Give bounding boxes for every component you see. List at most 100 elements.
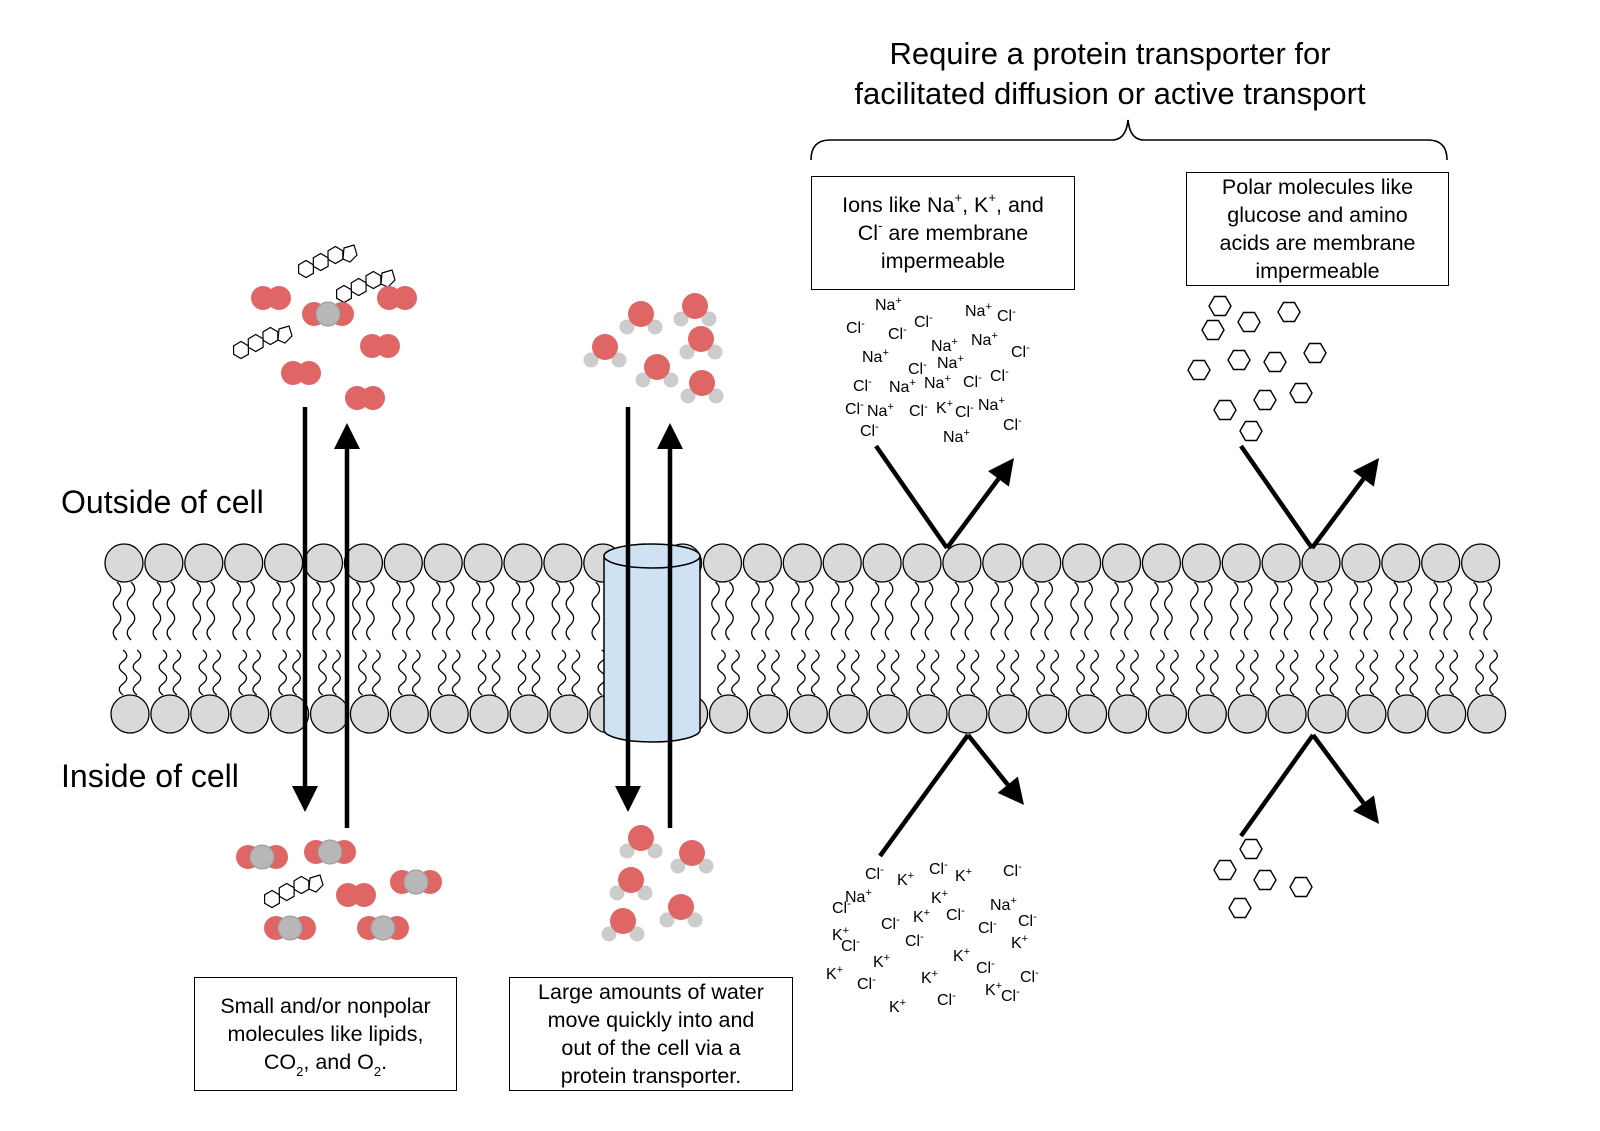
lipid-tail [1036,649,1046,696]
oxygen-atom [610,908,636,934]
phospholipid-head [389,694,429,734]
polar-box-line-1: Polar molecules like [1221,175,1414,199]
hydrogen-atom [701,311,717,327]
lipid-tail [990,581,1000,641]
phospholipid-head [1427,694,1467,734]
water-box-line-3: out of the cell via a [561,1036,741,1060]
lipid-tail [126,581,136,641]
glucose-molecule [1227,349,1251,371]
lipid-ring [293,875,310,895]
glucose-molecule [1187,359,1211,381]
lipid-tail [491,649,501,696]
lipid-tail [1156,649,1165,696]
lipid-tail [511,581,521,641]
outside-ion-label: Na+ [971,330,998,349]
oxygen-atom [668,894,694,920]
protein-transporter-title: Require a protein transporter for facili… [830,34,1390,114]
polar-deflect-arrow [1311,733,1379,824]
carbon-atom [317,839,343,865]
phospholipid-head [1381,543,1421,583]
lipid-tail [358,649,367,696]
oxygen-atom [361,386,385,410]
lipid-tail [557,649,567,696]
glucose-molecule [1289,382,1313,404]
lipid-tail [810,649,820,696]
lipid-tail [1395,649,1405,696]
phospholipid-head [509,694,549,734]
oxygen-molecule [345,386,385,410]
carbon-atom [370,915,396,941]
water-box-line-4: protein transporter. [560,1064,742,1088]
inside-ion-label: K+ [826,964,843,983]
phospholipid-head [742,543,783,583]
lipid-tail [485,581,495,641]
glucose-molecule [1289,876,1313,898]
nonpolar-box-line-2: molecules like lipids, [227,1022,424,1046]
oxygen-molecule [377,286,417,310]
lipid-tail [910,581,920,641]
glucose-molecule [1228,897,1252,919]
inside-ion-label: Cl- [978,918,997,937]
arrow-shaft [1311,733,1366,805]
phospholipid-head [788,694,828,734]
outside-ion-label: Na+ [937,353,964,372]
phospholipid-head [1307,694,1347,734]
inside-ion-label: Cl- [865,864,884,883]
phospholipid-head [1187,694,1227,734]
phospholipid-head [782,543,822,583]
lipid-tail [565,581,575,641]
inside-ion-label: K+ [953,946,970,965]
phospholipid-head [708,694,749,734]
lipid-inward-arrow [292,407,318,812]
water-molecule [635,354,679,388]
lipid-tail [158,649,168,696]
phospholipid-head [1141,543,1182,583]
nonpolar-molecules-box: Small and/or nonpolar molecules like lip… [194,977,457,1091]
lipid-tail [332,649,341,696]
phospholipid-head [1347,694,1387,734]
phospholipid-head [184,543,224,583]
lipid-tail [757,649,766,696]
polar-box-line-3: acids are membrane [1219,231,1416,255]
carbon-atom [277,915,303,941]
oxygen-atom [352,883,376,907]
outside-ion-label: Na+ [943,427,970,446]
phospholipid-head [1341,543,1381,583]
carbon-dioxide-molecule [304,839,356,865]
water-molecule [673,293,717,327]
outside-ion-label: Na+ [931,336,958,355]
oxygen-atom [267,286,291,310]
title-line-1: Require a protein transporter for [889,36,1331,71]
polar-impermeable-box: Polar molecules like glucose and amino a… [1186,172,1449,286]
phospholipid-head [948,694,988,734]
phospholipid-head [349,694,390,734]
phospholipid-head [383,543,423,583]
lipid-tail [1329,649,1339,696]
outside-ion-label: Cl- [997,306,1016,325]
inside-ion-label: Cl- [832,898,851,917]
water-transport-box: Large amounts of water move quickly into… [509,977,793,1091]
arrow-head [292,786,318,812]
outside-ion-label: Cl- [909,401,928,420]
phospholipid-head [224,543,264,583]
phospholipid-head [1387,694,1427,734]
outside-ion-label: Cl- [846,318,865,337]
lipid-tail [517,649,527,696]
oxygen-atom [618,867,644,893]
phospholipid-head [1061,543,1102,583]
inside-ion-label: Cl- [1003,861,1022,880]
phospholipid-head [1221,543,1261,583]
oxygen-atom [689,370,715,396]
hydrogen-atom [647,843,663,859]
inside-ion-label: Cl- [857,974,876,993]
carbon-atom [249,844,275,870]
lipid-tail [1269,581,1279,641]
outside-ion-label: Na+ [862,347,889,366]
lipid-ring [342,244,358,263]
lipid-tail [1209,649,1219,696]
lipid-tail [1090,649,1099,696]
water-box-line-1: Large amounts of water [538,980,764,1004]
inside-ion-label: K+ [1011,933,1028,952]
lipid-tail [152,581,162,641]
hydrogen-atom [663,372,679,388]
